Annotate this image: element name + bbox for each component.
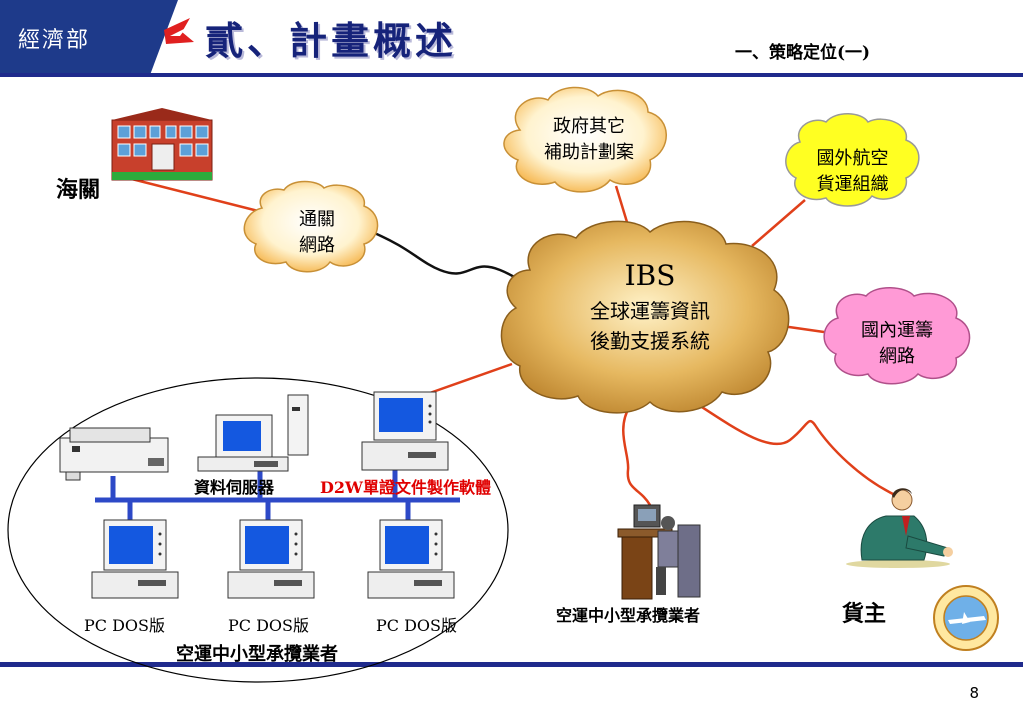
server-computer-icon [197, 394, 309, 472]
domestic-network-cloud: 國內運籌 網路 [832, 318, 962, 370]
pc-computer-icon [91, 519, 179, 599]
page-number: 8 [969, 684, 979, 702]
link-customs-network [119, 174, 263, 214]
ministry-emblem-icon [120, 0, 200, 75]
printer-icon [59, 427, 169, 481]
org-logo-text: 經濟部 [18, 28, 91, 53]
lan-boundary [7, 377, 509, 683]
ibs-cloud: IBS 全球運籌資訊 後勤支援系統 [530, 256, 770, 356]
link-ibs-shipper [687, 396, 896, 497]
association-seal-icon [933, 585, 999, 651]
d2w-computer-icon [361, 391, 449, 471]
pc-label-3: PC DOS版 [376, 616, 458, 635]
customs-network-cloud-shape [243, 180, 379, 273]
gov-projects-line-2: 補助計劃案 [544, 142, 634, 163]
intl-groups-cloud: 國外航空 貨運組織 [790, 146, 915, 198]
lan-group-label: 空運中小型承攬業者 [176, 644, 338, 665]
gov-projects-line-1: 政府其它 [553, 116, 625, 137]
link-network-ibs [371, 230, 531, 288]
ibs-cloud-shape [500, 220, 790, 414]
shipper-label: 貨主 [842, 601, 887, 627]
link-ibs-forwarder [622, 405, 652, 506]
link-intl-ibs [751, 199, 806, 247]
forwarder-operator-icon [617, 504, 701, 600]
intl-cloud-shape [785, 113, 920, 207]
section-subtitle: 一、策略定位(一) [735, 43, 871, 63]
shipper-businessman-icon [846, 488, 953, 568]
gov-projects-cloud: 政府其它 補助計劃案 [514, 114, 664, 166]
pc-computer-icon [227, 519, 315, 599]
domestic-cloud-shape [823, 287, 971, 385]
header-rule [0, 73, 1023, 77]
customs-network-line-1: 通關 [299, 209, 335, 230]
domestic-network-line-2: 網路 [879, 346, 915, 367]
ibs-desc-line-1: 全球運籌資訊 [590, 299, 710, 323]
pc-computer-icon [367, 519, 455, 599]
customs-label: 海關 [56, 177, 101, 203]
customs-network-line-2: 網路 [299, 235, 335, 256]
intl-groups-line-2: 貨運組織 [816, 174, 889, 195]
customs-building-icon [111, 108, 213, 181]
footer-rule [0, 662, 1023, 667]
pc-label-2: PC DOS版 [228, 616, 310, 635]
ibs-title: IBS [624, 259, 676, 292]
page-title: 貳、計畫概述 [205, 18, 458, 63]
customs-network-cloud: 通關 網路 [262, 207, 372, 259]
forwarder-label: 空運中小型承攬業者 [556, 606, 701, 625]
server-label: 資料伺服器 [194, 478, 275, 497]
d2w-label: D2W單證文件製作軟體 [320, 478, 491, 497]
domestic-network-line-1: 國內運籌 [861, 320, 933, 341]
pc-label-1: PC DOS版 [84, 616, 166, 635]
lan-bus [95, 470, 460, 520]
gov-cloud-shape [503, 86, 667, 193]
ibs-desc-line-2: 後勤支援系統 [590, 329, 710, 353]
intl-groups-line-1: 國外航空 [816, 148, 889, 169]
